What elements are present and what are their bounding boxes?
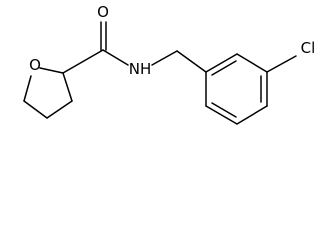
molecule-structure: O O NH Cl [23, 3, 316, 125]
bond-c2-c3 [62, 72, 73, 102]
carbonyl-oxygen-label: O [97, 3, 109, 21]
bond-ar1-ar2 [205, 53, 238, 73]
chlorophenyl-ring [205, 53, 297, 125]
aromatic-inner-bond-3 [211, 102, 237, 118]
amide-group [62, 21, 207, 74]
bond-ar4-ar5 [236, 105, 268, 125]
bond-ar-cl [266, 55, 297, 73]
chlorine-label: Cl [301, 39, 316, 57]
bond-c4-c5 [23, 100, 48, 119]
bond-carbonyl-c-n [102, 49, 129, 66]
ring-oxygen-label: O [29, 56, 41, 74]
bond-c3-c4 [46, 100, 73, 119]
amide-nh-label: NH [129, 60, 152, 78]
bond-c2-carbonyl-c [62, 49, 104, 74]
bond-n-ch2 [151, 50, 178, 66]
aromatic-inner-bond-1 [211, 60, 237, 76]
bond-ch2-aryl [176, 50, 207, 73]
bond-ring-o-c2 [39, 67, 64, 74]
bond-ar2-ar3 [236, 53, 268, 73]
tetrahydrofuran-ring [23, 67, 73, 119]
bond-c5-ring-o [23, 75, 32, 102]
bond-ar5-ar6 [205, 105, 238, 125]
